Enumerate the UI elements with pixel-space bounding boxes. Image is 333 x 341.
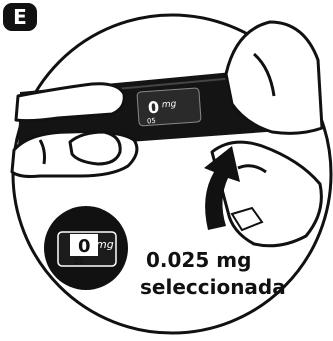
caption-dose: 0.025 mg <box>146 248 251 272</box>
pen-dose-sub: 05 <box>147 117 156 126</box>
left-finger-top <box>16 84 124 121</box>
pen-dose-unit: mg <box>162 99 177 110</box>
pen-dose-number: 0 <box>147 98 159 118</box>
zoom-dose-sub: 05 <box>74 257 84 266</box>
left-thumbnail <box>70 132 120 164</box>
caption-selected: seleccionada <box>140 274 286 301</box>
dose-caption: 0.025 mg seleccionada <box>146 247 286 301</box>
step-badge: E <box>3 3 37 31</box>
zoom-dose-unit: mg <box>96 238 114 251</box>
zoom-window: 0 mg 05 <box>44 206 128 290</box>
zoom-dose-number: 0 <box>78 236 91 257</box>
